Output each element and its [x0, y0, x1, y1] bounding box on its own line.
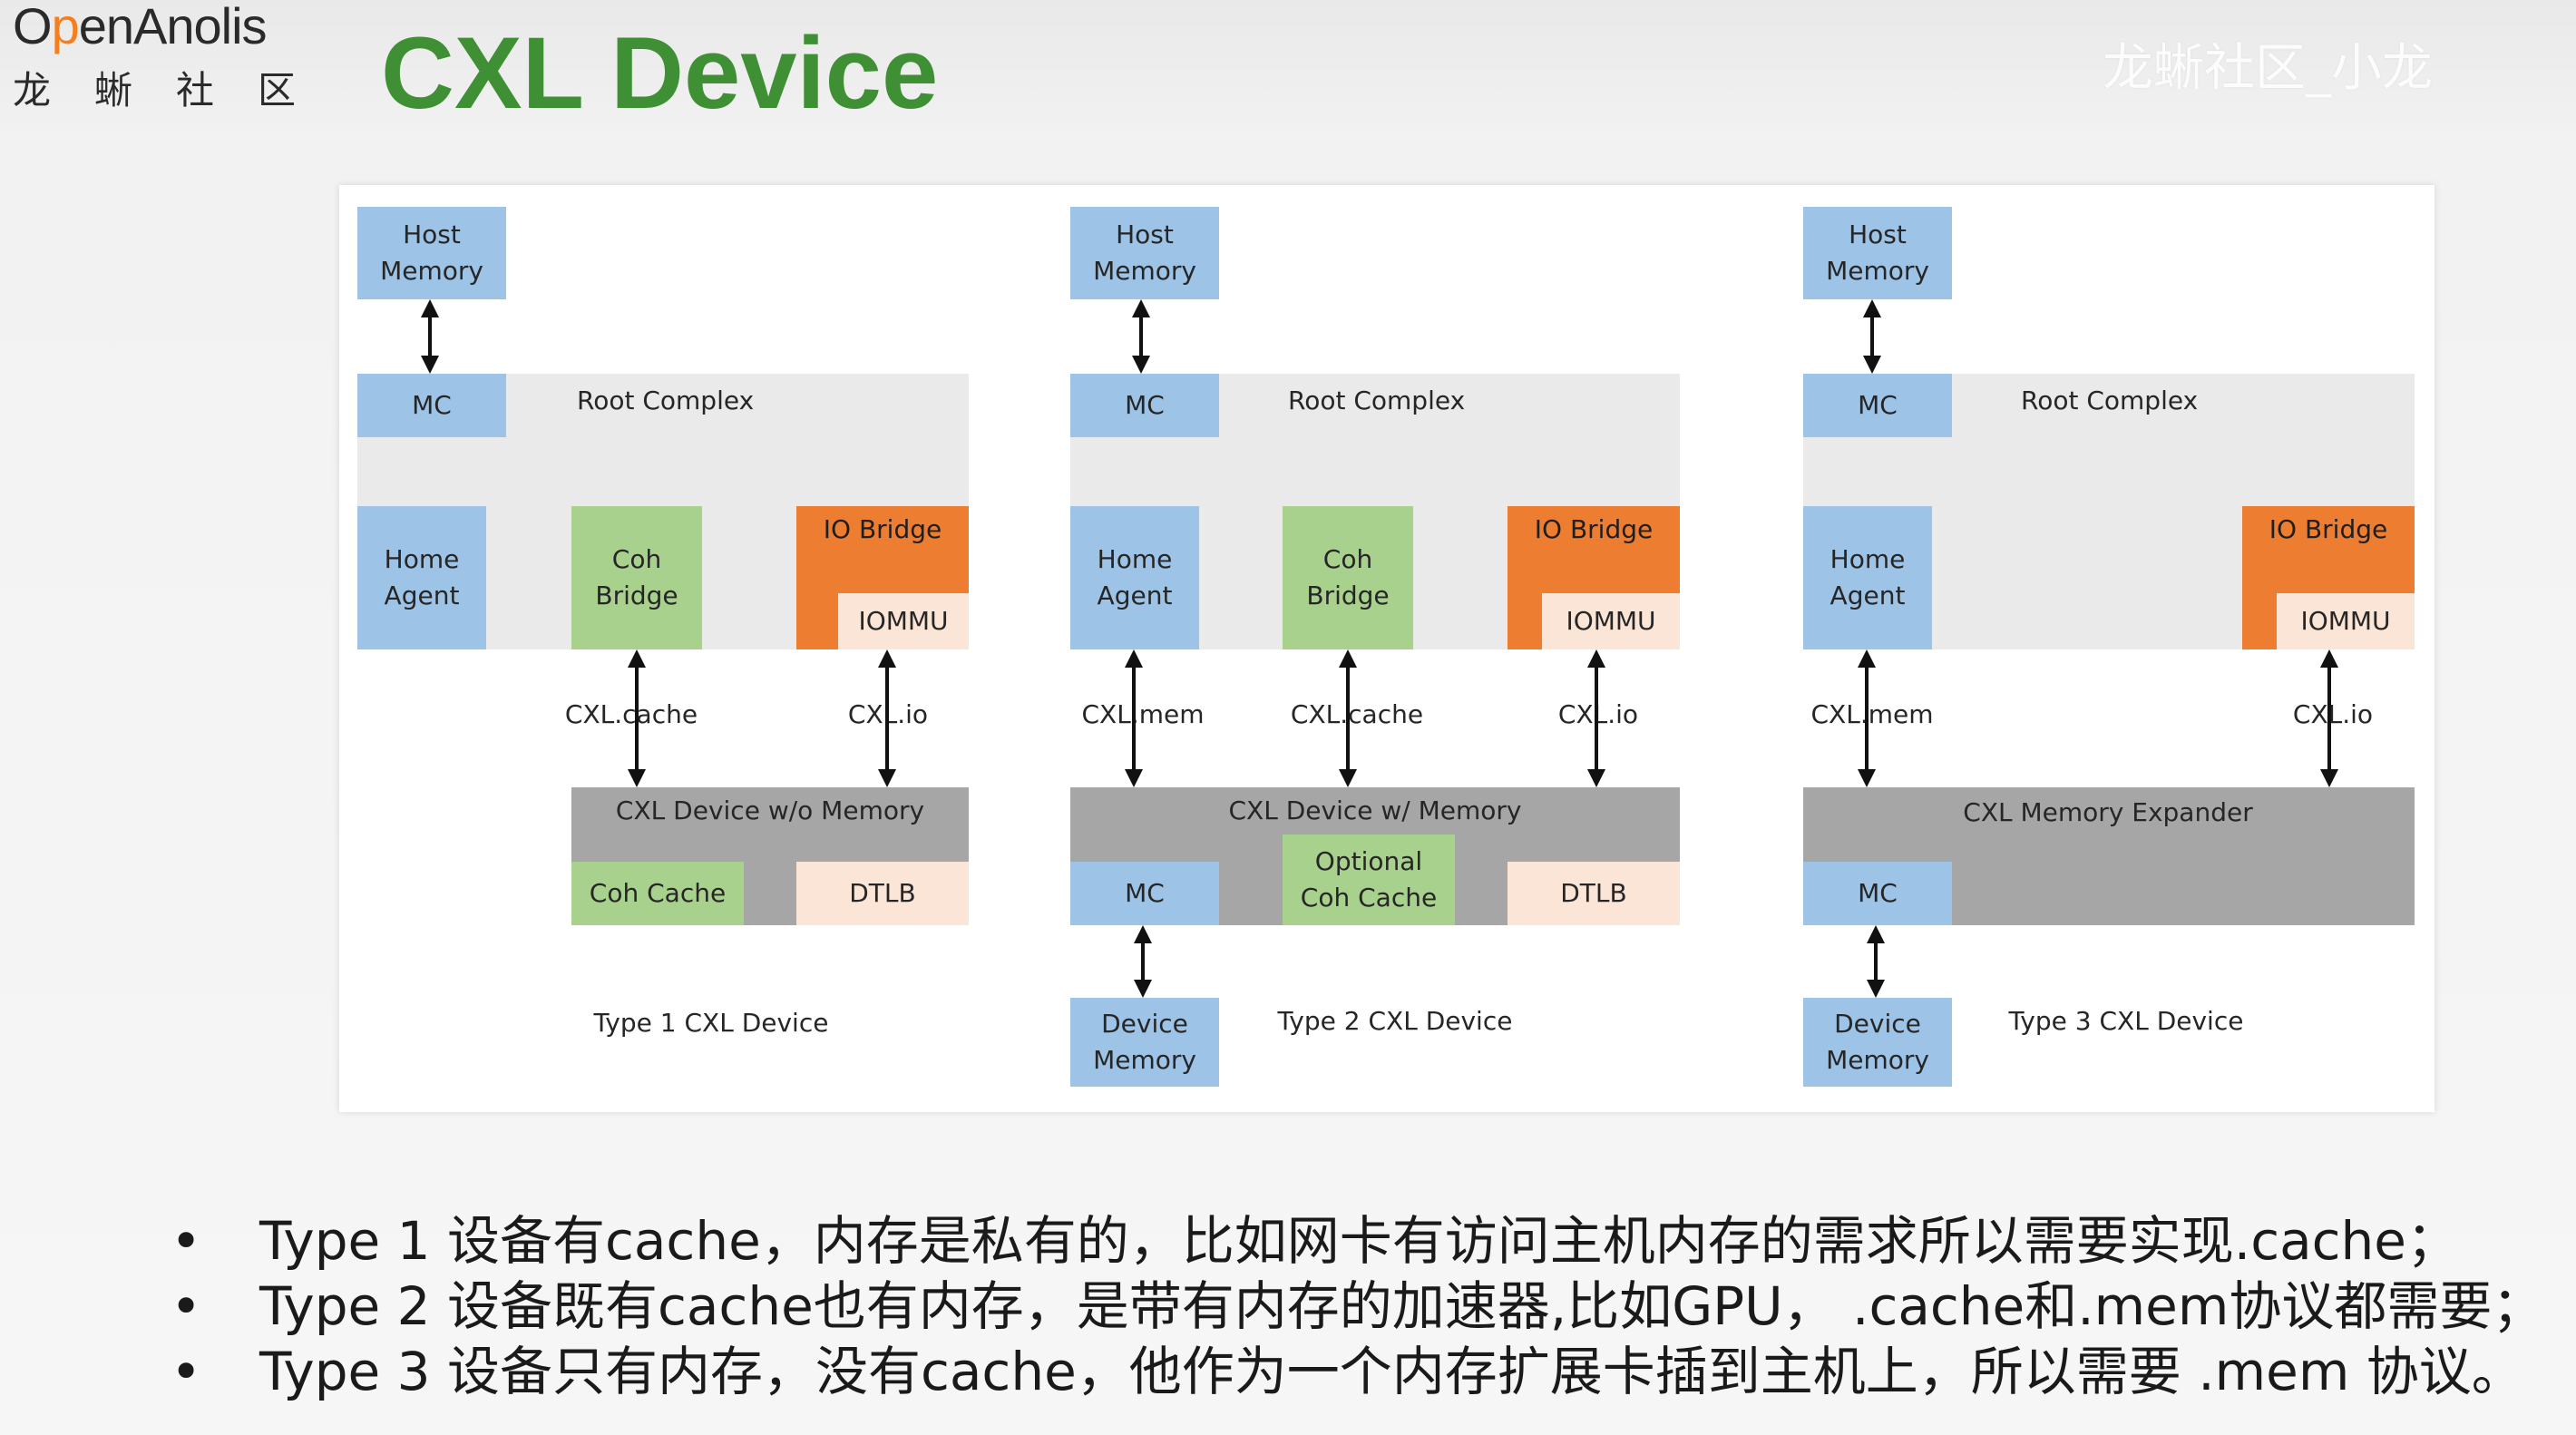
bullet-item-2: •Type 2 设备既有cache也有内存，是带有内存的加速器,比如GPU， .…	[171, 1275, 2545, 1337]
cxl-device-label-2: CXL Device w/ Memory	[1228, 796, 1522, 825]
watermark: 龙蜥社区_小龙	[2103, 39, 2433, 98]
host-memory-2: Host Memory	[1070, 207, 1219, 299]
host-memory-3: Host Memory	[1803, 207, 1952, 299]
bullet-item-3: •Type 3 设备只有内存，没有cache，他作为一个内存扩展卡插到主机上，所…	[171, 1341, 2524, 1402]
link-cxl-cache-2: CXL.cache	[1290, 699, 1424, 729]
device-mc-3: MC	[1803, 862, 1952, 925]
coh-bridge-2: Coh Bridge	[1283, 506, 1413, 649]
bullet-list: •Type 1 设备有cache，内存是私有的，比如网卡有访问主机内存的需求所以…	[163, 1208, 2567, 1404]
iommu-1: IOMMU	[838, 593, 969, 649]
device-mc-2: MC	[1070, 862, 1219, 925]
root-complex-label-2: Root Complex	[1288, 386, 1466, 415]
caption-type1: Type 1 CXL Device	[593, 1008, 829, 1038]
iommu-3: IOMMU	[2277, 593, 2415, 649]
dtlb-2: DTLB	[1508, 862, 1680, 925]
coh-bridge-1: Coh Bridge	[571, 506, 702, 649]
device-memory-3: Device Memory	[1803, 998, 1952, 1087]
openanolis-logo: OpenAnolis	[13, 0, 268, 54]
root-complex-label-1: Root Complex	[577, 386, 755, 415]
coh-cache-1: Coh Cache	[571, 862, 744, 925]
home-agent-2: Home Agent	[1070, 506, 1199, 649]
connector-arrows	[421, 299, 2338, 998]
home-agent-1: Home Agent	[357, 506, 486, 649]
mc-3: MC	[1803, 374, 1952, 437]
openanolis-logo-cn: 龙蜥社区	[13, 68, 297, 112]
io-bridge-label-3: IO Bridge	[2269, 514, 2388, 544]
link-cxl-mem-2: CXL.mem	[1081, 699, 1205, 729]
root-complex-label-3: Root Complex	[2021, 386, 2199, 415]
device-memory-2: Device Memory	[1070, 998, 1219, 1087]
caption-type3: Type 3 CXL Device	[2008, 1006, 2244, 1036]
io-bridge-label-1: IO Bridge	[823, 514, 942, 544]
host-memory-1: Host Memory	[357, 207, 506, 299]
page-title: CXL Device	[381, 16, 939, 130]
mc-2: MC	[1070, 374, 1219, 437]
cxl-device-diagram: Root Complex Host Memory MC Home Agent C…	[339, 185, 2435, 1112]
bullet-item-1: •Type 1 设备有cache，内存是私有的，比如网卡有访问主机内存的需求所以…	[171, 1210, 2459, 1272]
cxl-device-label-1: CXL Device w/o Memory	[615, 796, 925, 825]
cxl-device-label-3: CXL Memory Expander	[1963, 797, 2253, 827]
dtlb-1: DTLB	[796, 862, 969, 925]
iommu-2: IOMMU	[1542, 593, 1680, 649]
home-agent-3: Home Agent	[1803, 506, 1932, 649]
io-bridge-label-2: IO Bridge	[1534, 514, 1654, 544]
optional-coh-cache-2: Optional Coh Cache	[1283, 835, 1455, 925]
mc-1: MC	[357, 374, 506, 437]
caption-type2: Type 2 CXL Device	[1277, 1006, 1513, 1036]
